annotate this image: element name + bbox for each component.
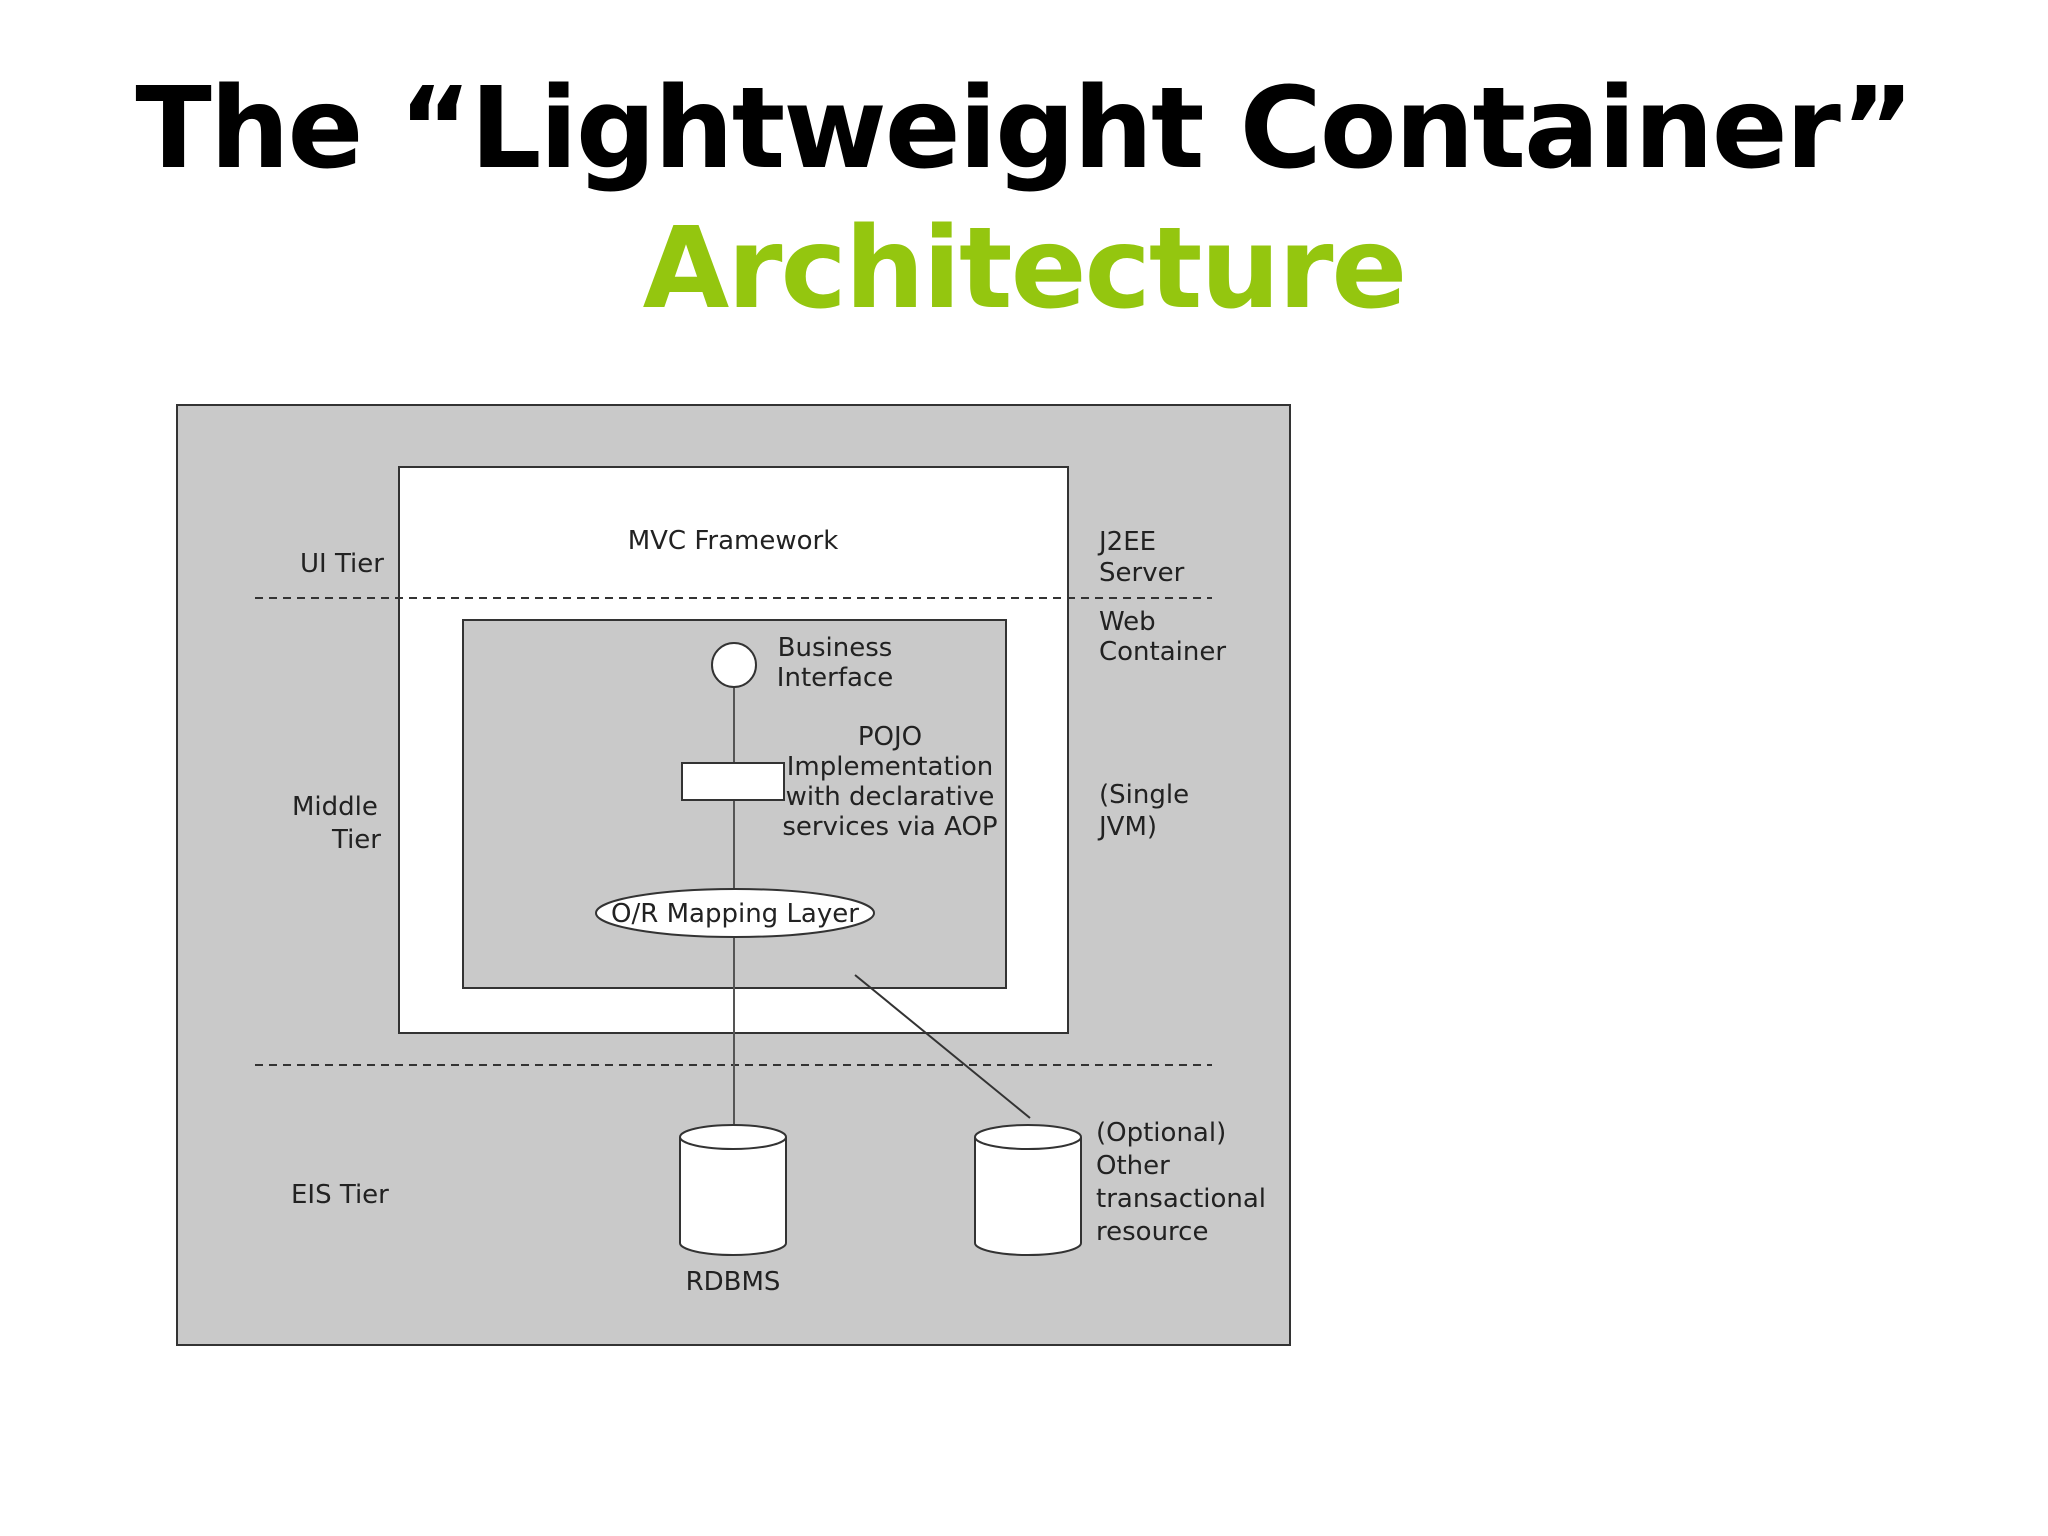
pojo-label-3: with declarative bbox=[786, 782, 995, 812]
j2ee-label-2: Server bbox=[1099, 558, 1185, 588]
title-line-2: Architecture bbox=[642, 204, 1408, 334]
ui-tier-label: UI Tier bbox=[300, 549, 384, 579]
optional-label-2: Other bbox=[1096, 1151, 1170, 1181]
pojo-label-1: POJO bbox=[858, 722, 922, 752]
business-interface-node bbox=[711, 642, 757, 688]
optional-label-4: resource bbox=[1096, 1217, 1208, 1247]
title-line-1: The “Lightweight Container” bbox=[135, 64, 1914, 194]
jvm-label-2: JVM) bbox=[1097, 812, 1157, 842]
rdbms-label: RDBMS bbox=[686, 1267, 781, 1297]
middle-tier-label-1: Middle bbox=[292, 792, 378, 822]
middle-tier-label-2: Tier bbox=[331, 825, 381, 855]
j2ee-label-1: J2EE bbox=[1097, 527, 1156, 557]
business-interface-label-2: Interface bbox=[777, 663, 893, 693]
web-container-label-2: Container bbox=[1099, 637, 1226, 667]
web-container-label-1: Web bbox=[1099, 607, 1156, 637]
rdbms-cylinder bbox=[679, 1124, 787, 1256]
orm-label: O/R Mapping Layer bbox=[611, 899, 859, 929]
optional-connector-line bbox=[854, 974, 1031, 1119]
orm-node bbox=[595, 888, 875, 938]
mvc-framework-label: MVC Framework bbox=[628, 526, 839, 556]
pojo-label-2: Implementation bbox=[787, 752, 993, 782]
jvm-label-1: (Single bbox=[1099, 780, 1189, 810]
optional-label-3: transactional bbox=[1096, 1184, 1266, 1214]
pojo-node bbox=[681, 762, 785, 801]
optional-resource-cylinder bbox=[974, 1124, 1082, 1256]
optional-label-1: (Optional) bbox=[1096, 1118, 1226, 1148]
eis-tier-label: EIS Tier bbox=[291, 1180, 389, 1210]
pojo-label-4: services via AOP bbox=[782, 812, 997, 842]
business-interface-label-1: Business bbox=[778, 633, 893, 663]
